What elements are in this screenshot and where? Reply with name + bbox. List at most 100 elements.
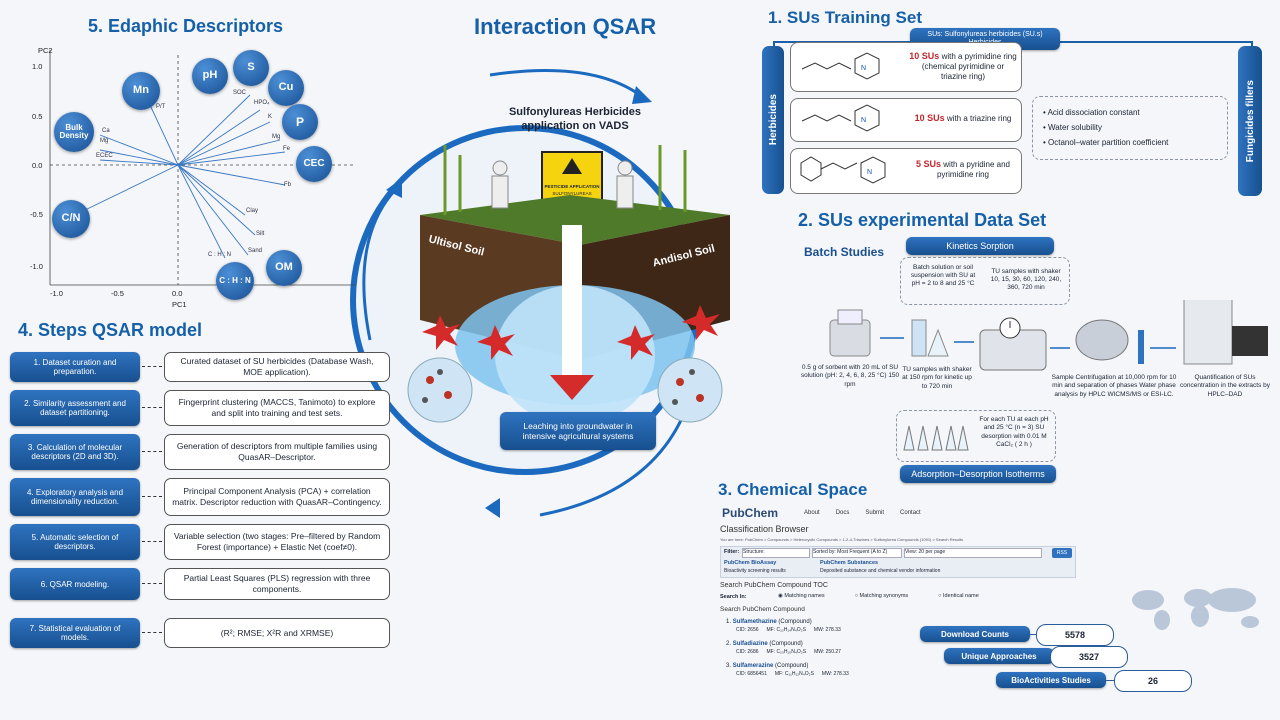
option-label: Matching names: [784, 593, 825, 599]
svg-text:N: N: [861, 65, 866, 72]
world-map-icon: [1132, 588, 1259, 630]
substances-desc: Deposited substance and chemical vendor …: [820, 568, 941, 574]
stat-label: Download Counts: [920, 626, 1030, 642]
step-description: (R²; RMSE; X²R and XRMSE): [164, 618, 390, 648]
training-title: 1. SUs Training Set: [768, 8, 922, 27]
step-description: Fingerprint clustering (MACCS, Tanimoto)…: [164, 390, 390, 426]
pubchem-panel: PubChem About Docs Submit Contact Classi…: [718, 502, 1278, 714]
nav-about[interactable]: About: [804, 510, 820, 516]
compound-cid: CID: 2686: [736, 649, 759, 655]
vector-label: P/T: [156, 104, 166, 110]
shaker-text: TU samples with shaker at 150 rpm for ki…: [902, 366, 972, 390]
vector-label: Fb: [284, 182, 292, 188]
property-label: Octanol–water partition coefficient: [1048, 138, 1169, 148]
compound-index: 1.: [726, 619, 732, 625]
su-desc: with a triazine ring: [946, 114, 1012, 123]
filter-label: Filter:: [724, 549, 740, 555]
search-compound-title: Search PubChem Compound: [720, 606, 805, 613]
pubchem-nav: About Docs Submit Contact: [804, 510, 921, 516]
stat-value: 3527: [1050, 646, 1128, 668]
desorption-text: For each TU at each pH and 25 °C (n = 3)…: [979, 416, 1049, 449]
compound-name-link[interactable]: Sulfamethazine: [732, 619, 777, 625]
vector-label: ECEC: [96, 153, 113, 159]
step-description: Variable selection (two stages: Pre–filt…: [164, 524, 390, 560]
stat-label: Unique Approaches: [944, 648, 1054, 664]
search-in-label: Search In:: [720, 594, 747, 600]
su-group-3: N 5 SUs with a pyridine and pyrimidine r…: [790, 148, 1022, 194]
compound-name-link[interactable]: Sulfamerazine: [732, 663, 774, 669]
vector-label: Mg: [100, 138, 109, 144]
su-group-2: N 10 SUs with a triazine ring: [790, 98, 1022, 142]
ytick-2: 0.5: [32, 112, 43, 121]
compound-index: 2.: [726, 641, 732, 647]
compound-mf: MF: C₁₁H₁₂N₄O₂S: [774, 671, 814, 677]
pubchem-logo[interactable]: PubChem: [722, 506, 779, 520]
compound-mf: MF: C₁₂H₁₄N₄O₂S: [766, 627, 806, 633]
ylabel: PC2: [38, 46, 53, 55]
xlabel: PC1: [172, 300, 187, 309]
center-caption: Sulfonylureas Herbicides application on …: [508, 106, 642, 132]
molecule-structure-icon: N: [800, 156, 886, 184]
property-item: • Water solubility: [1043, 123, 1102, 133]
browser-title: Classification Browser: [720, 524, 809, 534]
circle-cec: CEC: [296, 146, 332, 182]
step-arrow: [142, 632, 162, 633]
bioassay-link[interactable]: PubChem BioAssay: [724, 560, 777, 566]
nav-contact[interactable]: Contact: [900, 510, 921, 516]
kinetics-pill: Kinetics Sorption: [906, 237, 1054, 255]
compound-mw: MW: 278.33: [821, 671, 849, 677]
compound-name-link[interactable]: Sulfadiazine: [732, 641, 768, 647]
isotherms-pill: Adsorption–Desorption Isotherms: [900, 465, 1056, 483]
option-matching-names[interactable]: ◉ Matching names: [778, 593, 825, 599]
sign-text-2: SULFONYLUREAS: [552, 191, 592, 196]
stat-connector: [1030, 634, 1036, 635]
nav-docs[interactable]: Docs: [835, 510, 850, 516]
sorted-select[interactable]: Sorted by: Most Frequent (A to Z): [812, 548, 902, 558]
kinetics-step1: Batch solution or soil suspension with S…: [910, 264, 976, 288]
edaphic-title: 5. Edaphic Descriptors: [88, 16, 284, 36]
option-matching-synonyms[interactable]: ○ Matching synonyms: [854, 593, 909, 599]
compound-type: (Compound): [769, 641, 803, 647]
pca-axes: [49, 50, 355, 286]
step-description: Curated dataset of SU herbicides (Databa…: [164, 352, 390, 382]
xtick-3: 0.0: [172, 289, 183, 298]
step-label: 2. Similarity assessment and dataset par…: [10, 390, 140, 426]
nav-submit[interactable]: Submit: [865, 510, 885, 516]
compound-mw: MW: 250.27: [814, 649, 841, 655]
main-title: Interaction QSAR: [474, 14, 657, 39]
training-header-1: SUs: Sulfonylureas herbicides (SU.s): [927, 30, 1043, 38]
option-label: Identical name: [943, 593, 979, 599]
vector-label: SOC: [233, 90, 247, 96]
vector-label: Sand: [248, 248, 263, 254]
step-arrow: [142, 541, 162, 542]
step-label: 4. Exploratory analysis and dimensionali…: [10, 478, 140, 516]
step-arrow: [142, 366, 162, 367]
option-identical-name[interactable]: ○ Identical name: [938, 593, 979, 599]
su-desc: with a pyrimidine ring (chemical pyrimid…: [921, 52, 1017, 82]
circle-cu: Cu: [268, 70, 304, 106]
rss-button[interactable]: RSS: [1052, 548, 1072, 558]
steps-title: 4. Steps QSAR model: [18, 320, 203, 340]
xtick-2: -0.5: [111, 289, 124, 298]
vector-label: Mg: [272, 134, 281, 140]
step-arrow: [142, 407, 162, 408]
molecule-structure-icon: N: [801, 104, 880, 132]
batch-label: Batch Studies: [804, 245, 885, 259]
filter-input[interactable]: Structure:: [742, 548, 810, 558]
vector-label: Fe: [283, 146, 291, 152]
property-label: Water solubility: [1048, 123, 1102, 133]
centrifuge-text: Sample Centrifugation at 10,000 rpm for …: [1051, 374, 1177, 398]
substances-link[interactable]: PubChem Substances: [820, 560, 879, 566]
svg-text:N: N: [867, 169, 872, 176]
view-select[interactable]: View: 20 per page: [904, 548, 1042, 558]
kinetics-box: [900, 257, 1070, 305]
stat-connector: [1106, 680, 1114, 681]
svg-text:N: N: [861, 117, 866, 124]
su-group-1: N 10 SUs with a pyrimidine ring (chemica…: [790, 42, 1022, 92]
compound-cid: CID: 6856451: [736, 671, 767, 677]
circle-chn: C : H : N: [216, 262, 254, 300]
experimental-title: 2. SUs experimental Data Set: [798, 210, 1047, 230]
fungicides-bar-label: Fungicides fillers: [1244, 79, 1256, 163]
step-description: Partial Least Squares (PLS) regression w…: [164, 568, 390, 600]
